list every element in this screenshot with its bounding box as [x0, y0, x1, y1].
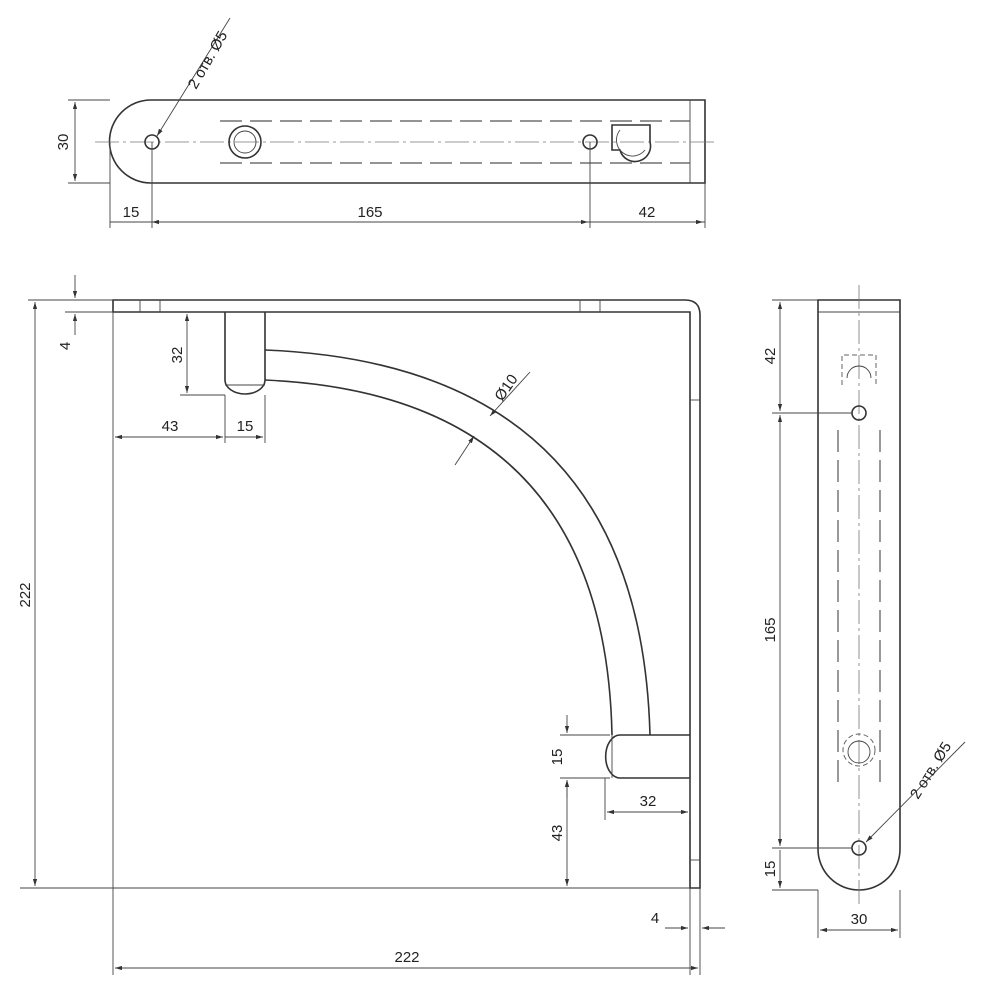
pin-circle	[228, 125, 262, 159]
dim-pin-diameter: 15	[237, 418, 254, 435]
dim-right: 42	[639, 204, 656, 221]
side-view: 42 165 15 30 2 отв. Ø5	[762, 285, 966, 938]
dim-height: 222	[17, 582, 34, 607]
top-plate-outline	[108, 99, 706, 184]
dim-lower-pin-offset: 43	[549, 825, 566, 842]
bracket-plate	[112, 299, 701, 889]
dim-lower-pin-diameter: 15	[549, 749, 566, 766]
hole-note: 2 отв. Ø5	[185, 28, 232, 92]
top-view: 30 15 165 42 2 отв. Ø5	[55, 17, 715, 228]
dim-wall-thickness: 4	[651, 910, 659, 927]
dim-middle: 165	[357, 204, 382, 221]
dim-pin-offset: 43	[162, 418, 179, 435]
dim-width: 222	[394, 949, 419, 966]
dim-plate-thickness: 4	[57, 342, 74, 350]
dim-width: 30	[55, 134, 72, 151]
rod-diameter: Ø10	[491, 371, 521, 404]
slot	[611, 124, 652, 163]
hole-note: 2 отв. Ø5	[907, 739, 955, 802]
dim-top: 42	[762, 348, 779, 365]
dim-middle: 165	[762, 617, 779, 642]
upper-pin	[224, 312, 266, 395]
front-view: 222 4 32 43 15 Ø10 15 43 32 4	[17, 275, 725, 975]
dim-lower-pin-length: 32	[640, 793, 657, 810]
dim-bottom: 15	[762, 861, 779, 878]
dim-pin-length: 32	[169, 347, 186, 364]
pin-circle	[842, 733, 876, 767]
side-plate-outline	[817, 299, 901, 891]
dim-width: 30	[851, 911, 868, 928]
lower-pin	[604, 734, 690, 779]
rod-arc	[264, 349, 651, 736]
dim-left: 15	[123, 204, 140, 221]
